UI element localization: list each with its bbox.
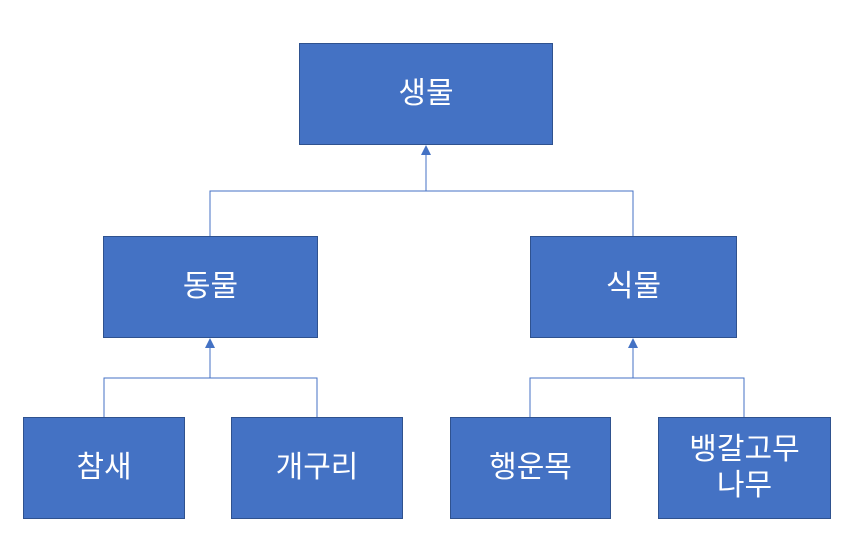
node-frog: 개구리	[231, 417, 403, 519]
connector-lucky-to-plant	[529, 377, 633, 417]
connector-frog-to-animal	[210, 377, 318, 417]
arrow-plant	[628, 338, 638, 348]
connector-banyan-to-plant	[633, 377, 745, 417]
node-animal: 동물	[103, 236, 318, 338]
node-lucky-tree: 행운목	[450, 417, 611, 519]
node-banyan: 뱅갈고무 나무	[658, 417, 831, 519]
connector-sparrow-to-animal	[103, 377, 210, 417]
arrow-root	[421, 145, 431, 155]
arrow-animal	[205, 338, 215, 348]
node-plant: 식물	[530, 236, 737, 338]
node-sparrow: 참새	[23, 417, 185, 519]
connector-plant-to-root	[426, 190, 634, 236]
connector-animal-to-root	[209, 190, 426, 236]
node-root: 생물	[299, 43, 553, 145]
